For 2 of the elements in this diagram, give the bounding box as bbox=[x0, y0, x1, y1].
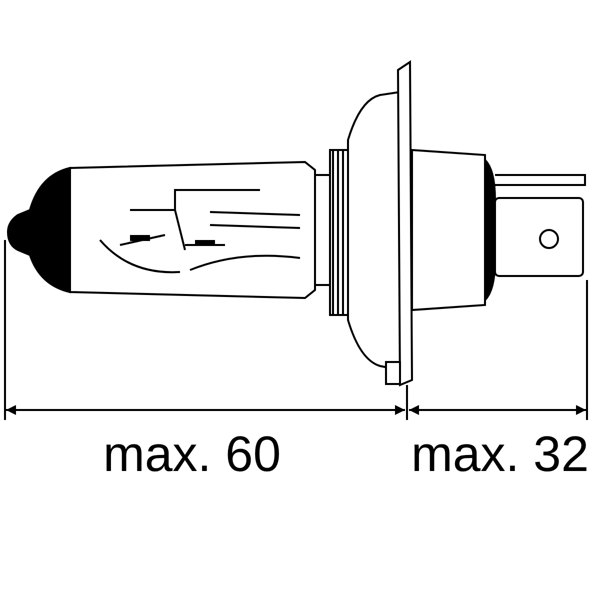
dimension-value: max. 60 bbox=[102, 425, 282, 483]
dimension-value: max. 32 bbox=[410, 425, 590, 483]
